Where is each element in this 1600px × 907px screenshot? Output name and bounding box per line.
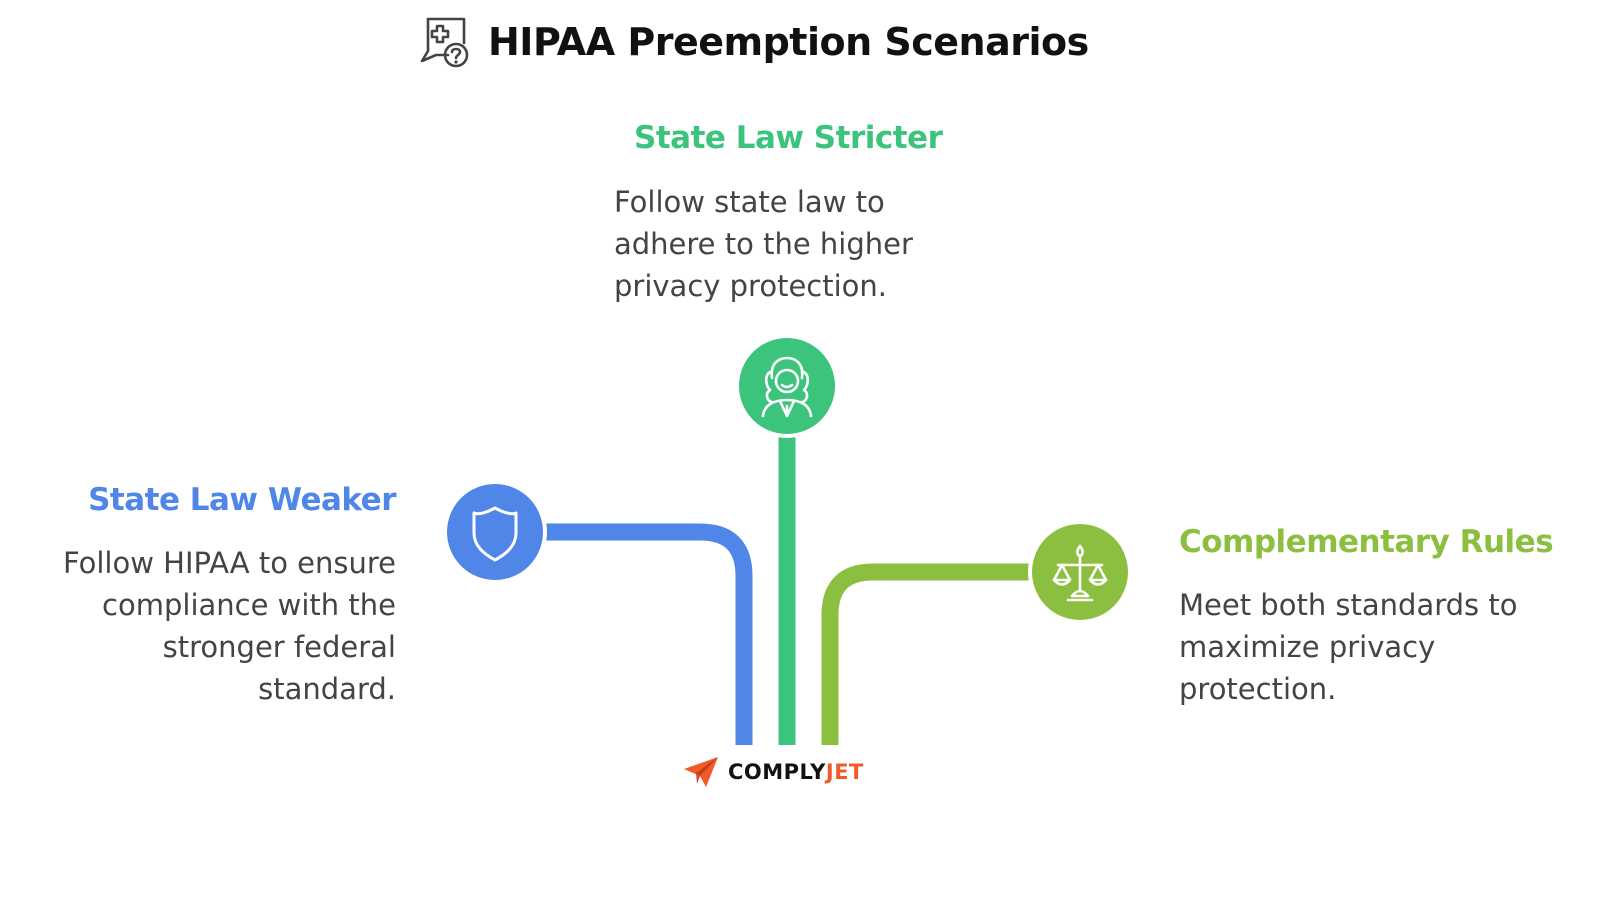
- description-line: Follow state law to: [614, 185, 885, 219]
- judge-icon: [761, 356, 813, 418]
- complyjet-logo: COMPLYJET: [684, 752, 864, 792]
- scenario-description-weaker: Follow HIPAA to ensure compliance with t…: [63, 542, 396, 710]
- description-line: stronger federal: [162, 630, 396, 664]
- brand-name-part2: JET: [825, 760, 864, 784]
- connector-lime: [821, 563, 1040, 745]
- description-line: adhere to the higher: [614, 227, 913, 261]
- page-title: HIPAA Preemption Scenarios: [488, 20, 1089, 64]
- shield-node: [443, 480, 547, 584]
- scenario-description-complementary: Meet both standards to maximize privacy …: [1179, 584, 1517, 710]
- scenario-heading-stricter: State Law Stricter: [634, 120, 943, 156]
- brand-name: COMPLYJET: [728, 760, 864, 784]
- description-line: standard.: [258, 672, 396, 706]
- title-bar: HIPAA Preemption Scenarios: [418, 10, 1089, 74]
- judge-node: [735, 334, 839, 438]
- medical-document-question-icon: [420, 17, 469, 68]
- description-line: protection.: [1179, 672, 1337, 706]
- scenario-heading-complementary: Complementary Rules: [1179, 524, 1554, 560]
- description-line: maximize privacy: [1179, 630, 1436, 664]
- scenario-heading-weaker: State Law Weaker: [88, 482, 396, 518]
- description-line: Follow HIPAA to ensure: [62, 546, 396, 580]
- paper-plane-logo: [684, 757, 718, 787]
- scales-icon: [1052, 544, 1108, 602]
- connector-blue: [535, 523, 753, 745]
- shield-icon: [472, 506, 518, 562]
- scales-node: [1028, 520, 1132, 624]
- description-line: privacy protection.: [614, 269, 888, 303]
- description-line: Meet both standards to: [1179, 588, 1518, 622]
- description-line: compliance with the: [102, 588, 396, 622]
- brand-name-part1: COMPLY: [728, 760, 826, 784]
- scenario-description-stricter: Follow state law to adhere to the higher…: [614, 181, 913, 307]
